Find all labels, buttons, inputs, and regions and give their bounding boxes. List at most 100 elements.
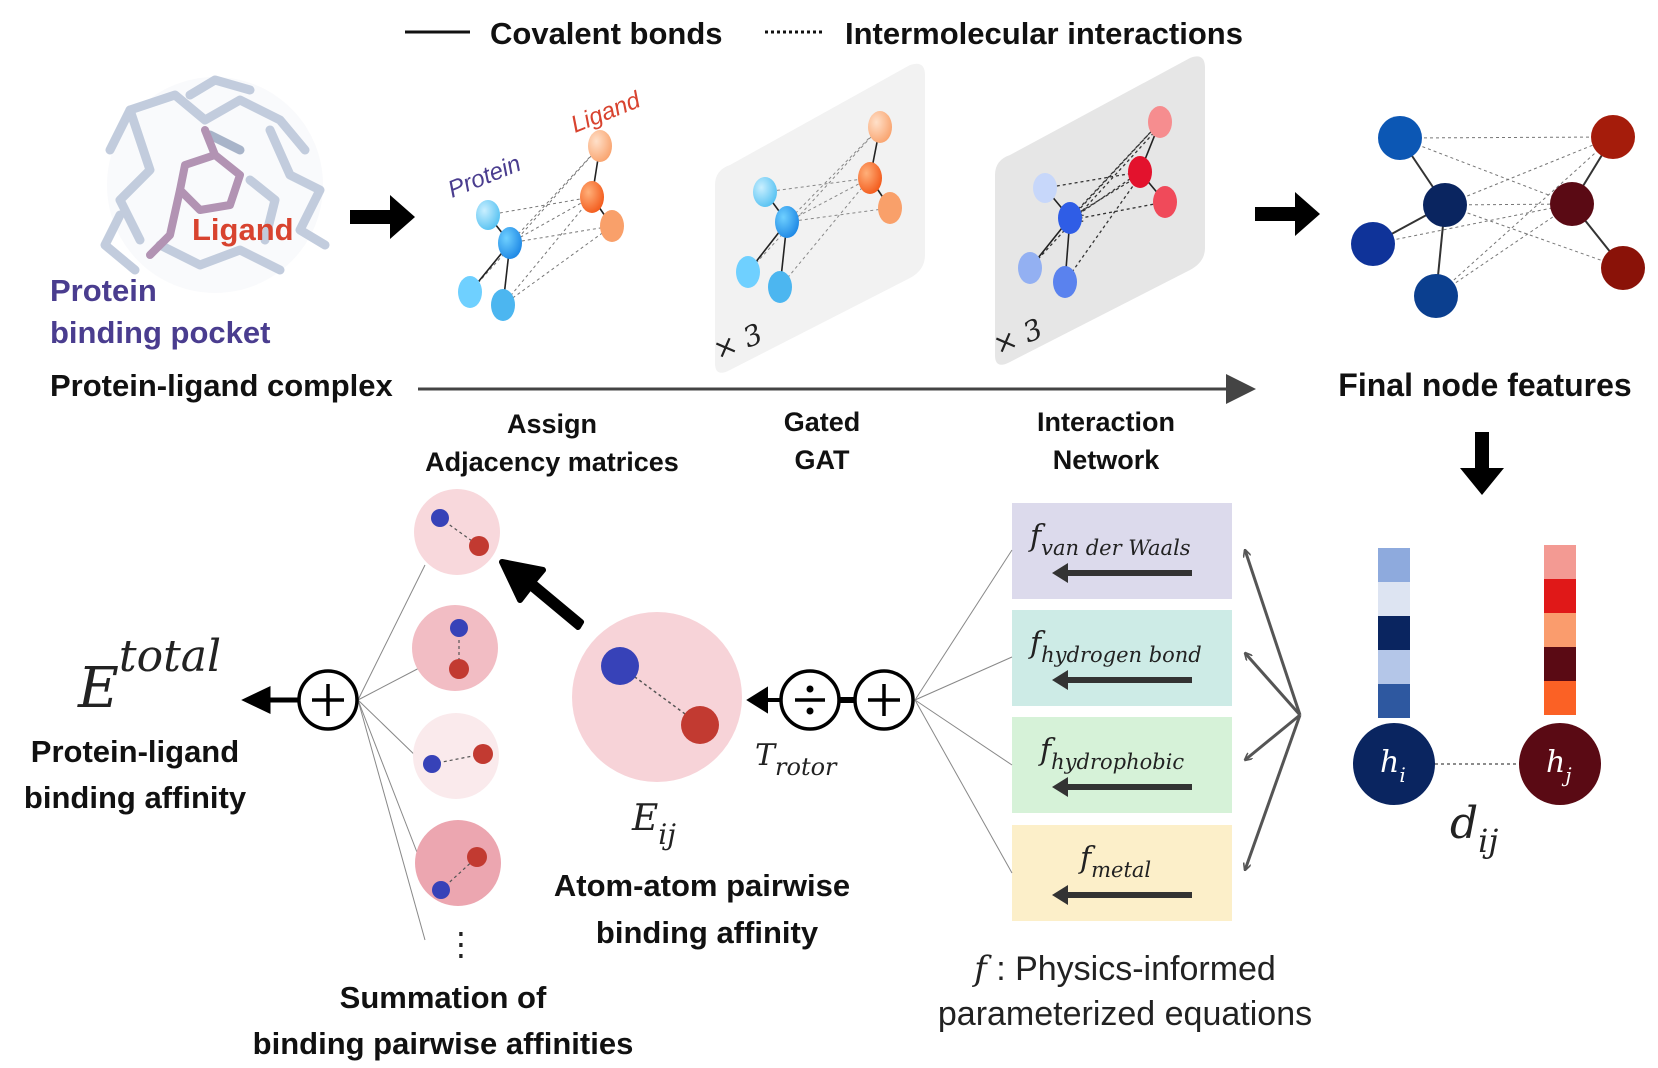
feature-cell	[1544, 681, 1576, 715]
pair-list: ⋮ Summation of binding pairwise affiniti…	[253, 489, 633, 1061]
feature-cell	[1378, 548, 1410, 582]
equation-arrow	[1052, 563, 1192, 583]
final-ligand-node	[1601, 246, 1645, 290]
complex-panel: Ligand Protein binding pocket Protein-li…	[50, 75, 394, 403]
affinity-label-line1: Protein-ligand	[31, 734, 239, 769]
hj-feature-bar	[1544, 545, 1576, 715]
final-protein-node	[1423, 183, 1467, 227]
affinity-label-line2: binding affinity	[24, 780, 247, 815]
initial-graph: Protein Ligand	[444, 86, 645, 321]
ligand-structure	[146, 126, 244, 259]
eij-protein-atom	[601, 647, 639, 685]
legend: Covalent bonds Intermolecular interactio…	[405, 16, 1243, 51]
feature-cell	[1544, 579, 1576, 613]
step-gat-line1: Gated	[784, 407, 861, 437]
graph1-ligand-node	[588, 130, 612, 162]
pocket-label-line2: binding pocket	[50, 315, 270, 350]
equation-arrow	[1052, 670, 1192, 690]
in-protein-node	[1058, 202, 1082, 234]
hi-label: hi	[1380, 745, 1406, 787]
summation-label-line1: Summation of	[340, 980, 547, 1015]
dij-label: dij	[1450, 798, 1498, 860]
trotor-label: Trotor	[755, 738, 838, 781]
final-ligand-node	[1550, 182, 1594, 226]
in-ligand-node	[1153, 186, 1177, 218]
equation-arrow	[1052, 885, 1192, 905]
pair-list-ellipsis: ⋮	[445, 925, 477, 963]
equation-label: fhydrogen bond	[1028, 626, 1202, 667]
total-energy: Etotal Protein-ligand binding affinity	[24, 631, 359, 815]
feature-input-arrows	[1245, 550, 1302, 870]
arrow-to-eij	[746, 686, 781, 714]
equation-fan-lines	[914, 549, 1013, 874]
graph1-protein-node	[458, 276, 482, 308]
eij-pair: Eij Atom-atom pairwise binding affinity	[554, 612, 850, 950]
step-assign-line2: Adjacency matrices	[425, 447, 679, 477]
pocket-label-line1: Protein	[50, 273, 157, 308]
hi-node	[1353, 723, 1435, 805]
graph1-protein-label: Protein	[444, 150, 525, 204]
gat-ligand-node	[858, 162, 882, 194]
step-in-line1: Interaction	[1037, 407, 1175, 437]
in-protein-node	[1033, 173, 1057, 203]
step-in-line2: Network	[1053, 445, 1161, 475]
graph1-ligand-node	[600, 210, 624, 242]
graph1-ligand-node	[580, 181, 604, 213]
in-ligand-node	[1148, 106, 1172, 138]
equation-box: fvan der Waals	[1012, 503, 1232, 599]
equation-caption-line2: parameterized equations	[938, 995, 1312, 1033]
equation-caption-line1: f : Physics-informed	[971, 949, 1276, 989]
gat-protein-node	[753, 177, 777, 207]
node-pair: hi hj dij	[1353, 545, 1601, 860]
in-protein-node	[1053, 266, 1077, 298]
feature-cell	[1378, 616, 1410, 650]
protein-pocket-structure	[100, 75, 330, 293]
pair-fan-lines	[357, 564, 426, 941]
step-labels: Assign Adjacency matrices Gated GAT Inte…	[425, 407, 1175, 477]
arrow-to-etotal	[241, 686, 299, 714]
pair-bubble	[415, 820, 501, 906]
arrow-eij-to-pairs	[499, 559, 584, 630]
interaction-network-panel: × 3	[988, 56, 1205, 365]
final-features-graph: Final node features	[1338, 115, 1645, 403]
equation-box: fhydrophobic	[1012, 717, 1232, 813]
hj-node	[1519, 723, 1601, 805]
gat-ligand-node	[878, 192, 902, 224]
step-gat-line2: GAT	[795, 445, 850, 475]
feature-cell	[1378, 582, 1410, 616]
arrow-final-to-pair	[1460, 432, 1504, 495]
graph1-protein-node	[491, 289, 515, 321]
gated-gat-panel: × 3	[708, 63, 925, 373]
in-ligand-node	[1128, 156, 1152, 188]
gat-protein-node	[736, 256, 760, 288]
pairwise-label-line2: binding affinity	[596, 915, 819, 950]
feature-cell	[1378, 684, 1410, 718]
feature-cell	[1378, 650, 1410, 684]
complex-ligand-label: Ligand	[192, 212, 294, 247]
equation-label: fmetal	[1078, 841, 1151, 882]
feature-cell	[1544, 545, 1576, 579]
arrow-graph-to-final	[1255, 192, 1320, 236]
legend-covalent-label: Covalent bonds	[490, 16, 723, 51]
pair-bubble	[412, 605, 498, 691]
feature-cell	[1544, 647, 1576, 681]
final-protein-node	[1414, 274, 1458, 318]
gat-ligand-node	[868, 111, 892, 143]
hj-label: hj	[1546, 745, 1572, 787]
gat-protein-node	[775, 206, 799, 238]
graph1-protein-node	[498, 227, 522, 259]
energy-operators: Trotor	[746, 669, 915, 781]
final-features-label: Final node features	[1338, 367, 1631, 403]
complex-caption: Protein-ligand complex	[50, 368, 394, 403]
eij-ligand-atom	[681, 706, 719, 744]
equation-label: fvan der Waals	[1028, 519, 1191, 560]
graph1-protein-node	[476, 200, 500, 230]
arrow-complex-to-graph	[350, 195, 415, 239]
equation-box: fhydrogen bond	[1012, 610, 1232, 706]
pair-bubble	[413, 713, 499, 799]
etotal-label: Etotal	[77, 631, 221, 721]
equation-box: fmetal	[1012, 825, 1232, 921]
hi-feature-bar	[1378, 548, 1410, 718]
final-ligand-node	[1591, 115, 1635, 159]
